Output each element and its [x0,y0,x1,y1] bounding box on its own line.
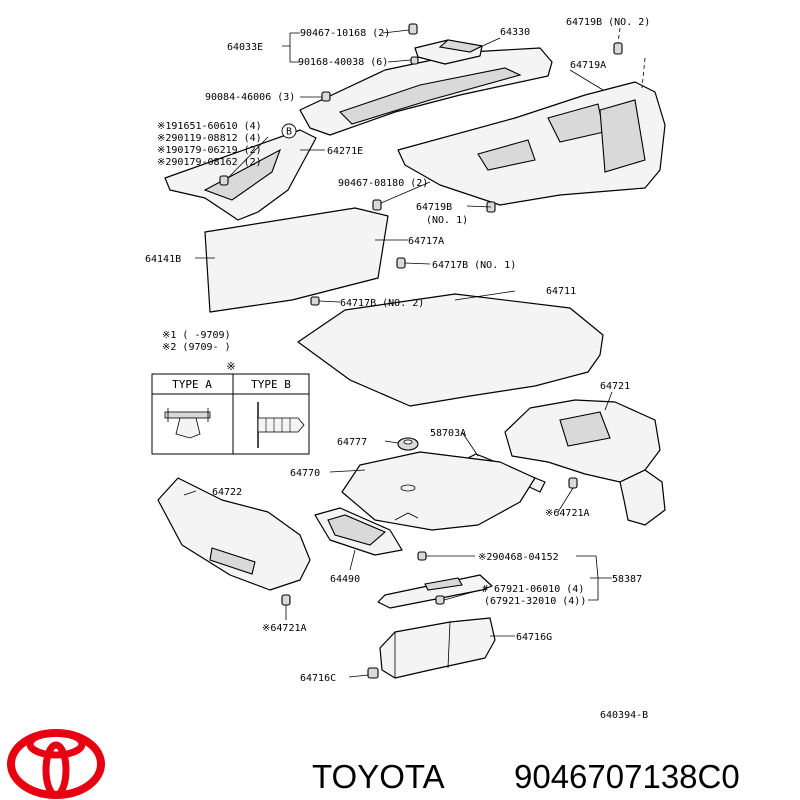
label-64719A: 64719A [570,60,606,71]
label-64777: 64777 [337,437,367,448]
label-58387: 58387 [612,574,642,585]
label-note-1: ※1 ( -9709) [162,330,231,341]
clip-64271E-set [219,175,229,186]
clip-64721A-left [281,594,291,606]
label-64711: 64711 [546,286,576,297]
label-190179-06219: ※190179-06219 (2) [157,145,262,156]
clip-290468-04152 [417,551,427,561]
label-note-2: ※2 (9709- ) [162,342,231,353]
clip-67921-06010 [435,595,445,605]
label-64722: 64722 [212,487,242,498]
clip-64717B-no2 [310,296,320,306]
label-290179-08162: ※290179-08162 (2) [157,157,262,168]
part-labels: 90467-10168 (2) 64033E 90168-40038 (6) 6… [145,17,650,721]
clip-90168-40038 [410,56,419,65]
type-a-clip-drawing [164,408,211,439]
label-64717A: 64717A [408,236,444,247]
clip-90467-08180 [372,199,382,211]
label-64717B-no2: 64717B (NO. 2) [340,298,424,309]
part-64271E-bracket [164,129,317,221]
label-64490: 64490 [330,574,360,585]
label-58703A: 58703A [430,428,466,439]
toyota-logo-icon [7,729,105,799]
label-90084-46006: 90084-46006 (3) [205,92,295,103]
label-64721A-right: ※64721A [545,508,590,519]
part-64721-trim [504,399,666,526]
label-64719B-no1-sub: (NO. 1) [426,215,468,226]
label-64716G: 64716G [516,632,552,643]
callout-b: B [281,123,297,139]
part-64330-clip [414,39,484,65]
label-64719B-no2: 64719B (NO. 2) [566,17,650,28]
label-64271E: 64271E [327,146,363,157]
label-64719B-no1: 64719B [416,202,452,213]
leader-lines [183,27,646,678]
label-290119-08812: ※290119-08812 (4) [157,133,262,144]
label-64717B-no1: 64717B (NO. 1) [432,260,516,271]
label-64721A-left: ※64721A [262,623,307,634]
clip-90467-10168 [408,23,418,35]
label-64716C: 64716C [300,673,336,684]
label-64330: 64330 [500,27,530,38]
part-64719A-trim [397,81,666,206]
part-64777-grommet [397,437,419,451]
part-64716G-panel [379,617,496,679]
clip-90084-46006 [321,91,331,102]
part-64141B-panel [204,207,389,313]
part-64490-tray [314,507,403,556]
part-58387-plate [377,574,493,609]
label-67921-06010: # 67921-06010 (4) [482,584,584,595]
label-90467-10168: 90467-10168 (2) [300,28,390,39]
label-290468-04152: ※290468-04152 [478,552,559,563]
label-67921-32010: (67921-32010 (4)) [484,596,586,607]
type-a-header: TYPE A [172,378,212,391]
type-b-clip-drawing [257,402,305,448]
brand-name: TOYOTA [312,758,445,795]
part-64711-mat [297,293,604,407]
svg-text:B: B [286,127,292,138]
label-191651-60610: ※191651-60610 (4) [157,121,262,132]
type-b-header: TYPE B [251,378,291,391]
clip-64716C [367,667,379,679]
clip-64717B-no1 [396,257,406,269]
clip-64721A-right [568,477,578,489]
part-number: 9046707138C0 [514,758,740,795]
type-table-marker: ※ [226,360,235,373]
label-64033E: 64033E [227,42,263,53]
label-64721: 64721 [600,381,630,392]
type-table: ※ TYPE A TYPE B [151,360,310,455]
label-64141B: 64141B [145,254,181,265]
label-90467-08180: 90467-08180 (2) [338,178,428,189]
label-diagram-id: 640394-B [600,710,648,721]
part-64722-trim [157,477,311,591]
part-64770-board [341,451,536,531]
clip-64719B-no2 [613,42,623,55]
label-64770: 64770 [290,468,320,479]
label-90168-40038: 90168-40038 (6) [298,57,388,68]
